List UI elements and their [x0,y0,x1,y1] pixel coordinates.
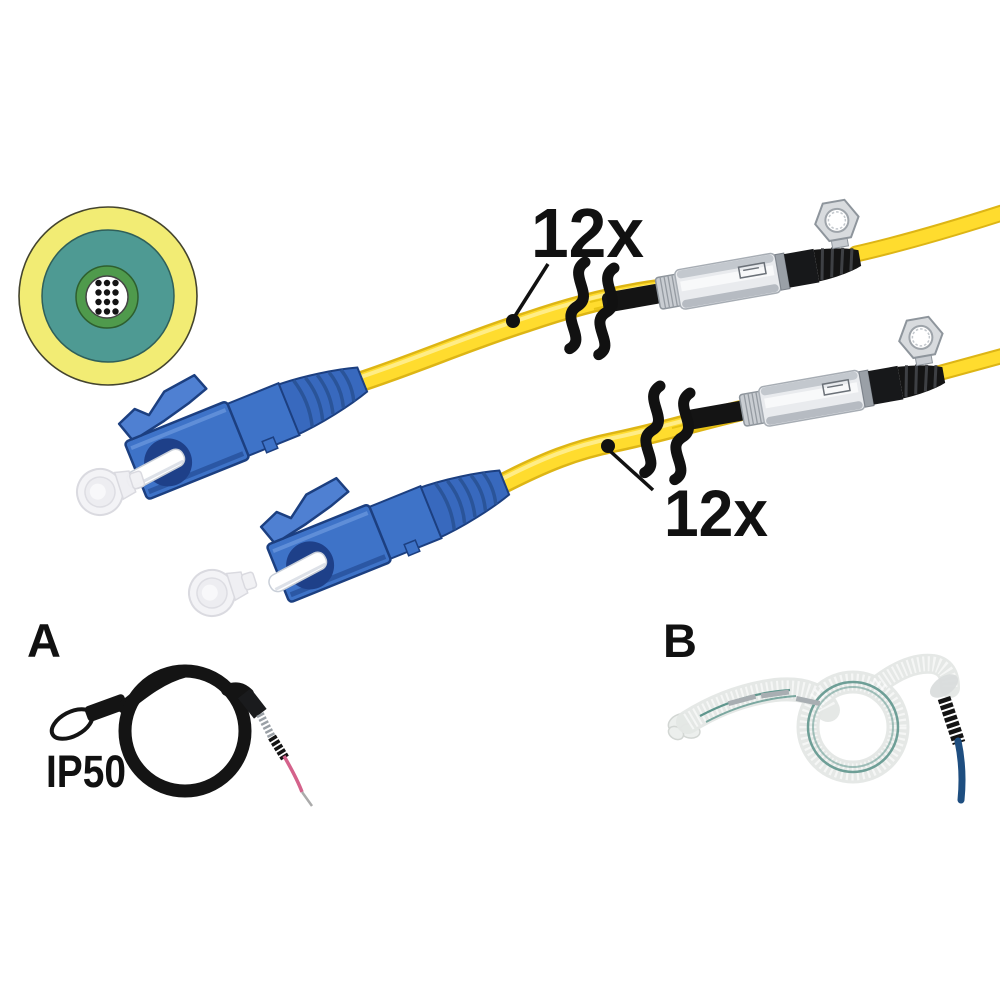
fiber-pigtail-tip [300,791,314,807]
label-variant-a: A [27,614,61,667]
fiber-loop-teal [806,680,900,774]
cable-a-connector [238,688,267,719]
callout-line [513,263,550,317]
variant-b: B [663,614,966,804]
callout-dot [601,439,615,453]
cross-section-core [85,275,129,319]
fiber-cross-section [18,206,198,386]
fiber-dot [103,308,111,315]
fiber-dot [95,298,102,306]
cable-a-spring [256,712,277,741]
label-12x-bottom: 12x [664,476,768,550]
cable-assembly-top: 12x [99,194,1000,505]
cable-b-blue [954,737,966,804]
cable-b-boot [937,695,966,746]
fiber-pigtail-pink [282,755,304,793]
splice-pin [795,696,821,706]
label-ip50: IP50 [46,746,126,797]
callout-dot [506,314,520,328]
fiber-dot [112,298,119,306]
fiber-dot [103,279,111,287]
callout-top [506,263,550,328]
label-12x-top: 12x [531,194,644,272]
variant-b-photo [667,653,966,804]
fiber-strand-teal [705,695,797,723]
pulling-eye-bottom [674,313,955,442]
cable-a-coil [118,664,252,798]
label-variant-b: B [663,614,697,667]
dust-cap-bottom [182,556,263,623]
lc-connector-bottom [241,420,516,608]
variant-a-photo [49,664,314,807]
cable-assembly-bottom: 12x [241,313,1000,609]
splice-pin [727,693,757,707]
cable-a-boot [268,734,289,761]
fiber-dots-grid [95,279,119,315]
fiber-dot [95,279,102,287]
fiber-dot [112,279,119,287]
callout-line [608,449,655,492]
fiber-dot [95,289,102,296]
variant-a: A IP50 [27,614,314,807]
mesh-wrap-connector [929,674,959,698]
callout-bottom [601,439,655,492]
splice-pin [760,689,790,699]
fiber-dot [112,289,119,296]
loop-ferrule [84,694,128,722]
fiber-dot [95,308,102,315]
fiber-dot [103,289,111,296]
fiber-dot [112,308,119,315]
cable-top-tail [849,206,1000,261]
fiber-loop-teal [812,686,894,768]
fiber-dot [103,298,111,306]
